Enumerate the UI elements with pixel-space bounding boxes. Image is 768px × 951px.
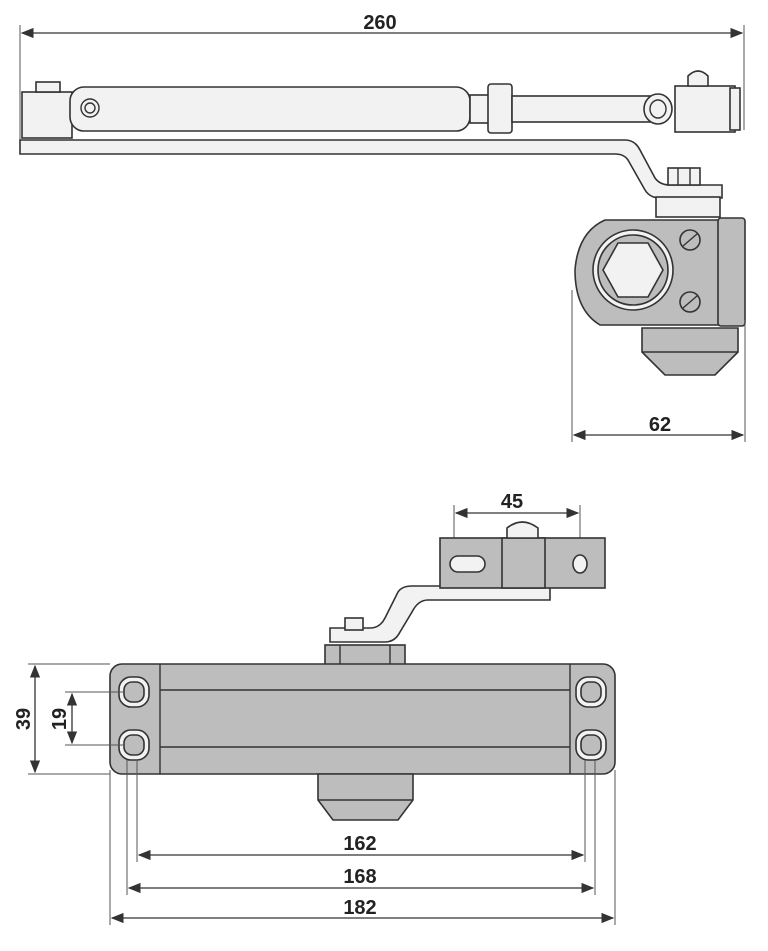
front-view: 45 39 19 <box>13 491 616 925</box>
dim-19-label: 19 <box>49 708 71 730</box>
top-view: 260 62 <box>19 12 746 442</box>
dim-260-label: 260 <box>363 12 396 34</box>
dim-45-label: 45 <box>501 491 523 513</box>
dim-162-label: 162 <box>343 833 376 855</box>
adjust-nut <box>487 83 513 134</box>
lower-arm <box>19 139 723 199</box>
dim-62-label: 62 <box>649 414 671 436</box>
dim-168-label: 168 <box>343 866 376 888</box>
closer-body <box>109 663 616 775</box>
pinion-nose-front <box>317 773 414 821</box>
front-arm <box>329 585 551 643</box>
dim-182-label: 182 <box>343 897 376 919</box>
dim-39-label: 39 <box>13 708 35 730</box>
upper-arm-tube <box>69 86 471 132</box>
hex-socket <box>602 242 664 298</box>
mounting-holes <box>118 676 607 761</box>
